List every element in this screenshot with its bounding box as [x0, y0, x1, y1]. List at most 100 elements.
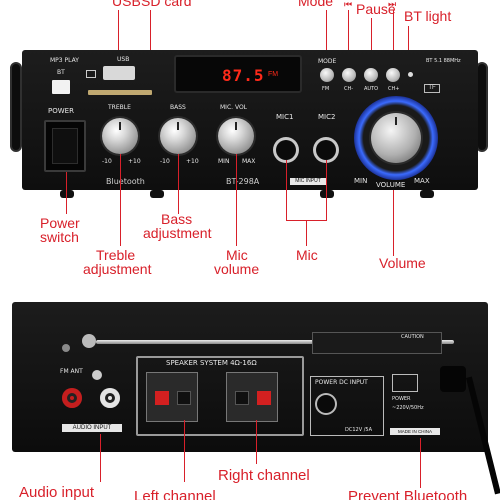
mic-input-badge: MIC INPUT [290, 178, 326, 185]
right-positive-terminal[interactable] [257, 391, 271, 405]
next-icon: ⏭ [388, 0, 397, 9]
caution-text: CAUTION [401, 334, 424, 340]
fm-ant-jack[interactable] [92, 370, 102, 380]
volume-max: MAX [414, 177, 430, 185]
mic2-jack[interactable] [316, 140, 336, 160]
audio-input-callout: Audio input [19, 484, 95, 500]
mic-volume-callout-1: Mic [226, 247, 248, 263]
led-display: 87.5 FM [174, 55, 302, 93]
bt-frequency-label: BT 5.1 88MHz [426, 58, 461, 64]
bluetooth-logo: Bluetooth [106, 177, 145, 186]
caution-label: CAUTION [312, 332, 442, 354]
dc-rating-label: DC12V /5A [345, 427, 372, 433]
prev-icon: ⏮ [344, 0, 353, 9]
usb-port[interactable] [103, 66, 135, 80]
right-channel-line [256, 420, 257, 464]
made-in-badge: MADE IN CHINA [390, 428, 440, 435]
dc-jack[interactable] [317, 395, 335, 413]
volume-label: VOLUME [376, 181, 406, 189]
power-switch[interactable] [44, 120, 86, 172]
bass-knob[interactable] [160, 118, 196, 154]
mode-label: MODE [318, 58, 337, 65]
mic-vol-max: MAX [242, 158, 256, 165]
fm-antenna[interactable] [96, 340, 454, 344]
display-frequency: 87.5 [222, 66, 265, 85]
bass-callout-2: adjustment [143, 225, 212, 241]
mic-vol-line [236, 154, 237, 246]
left-channel-callout: Left channel [134, 488, 216, 500]
prevent-bluetooth-line [420, 438, 421, 488]
mic-callout: Mic [296, 247, 318, 263]
antenna-knob [82, 334, 96, 348]
treble-label: TREBLE [108, 104, 131, 111]
power-switch-callout-2: switch [40, 229, 79, 245]
mode-callout: Mode [298, 0, 334, 9]
tf-badge: TF [424, 84, 440, 93]
left-negative-terminal[interactable] [177, 391, 191, 405]
bass-max: +10 [186, 158, 199, 165]
mode-line [326, 10, 327, 60]
mic-vol-label: MIC. VOL [220, 104, 248, 111]
foot-4 [420, 190, 434, 198]
mic-vol-min: MIN [218, 158, 230, 165]
next-button[interactable] [386, 68, 400, 82]
prev-button[interactable] [342, 68, 356, 82]
fm-ant-label: FM ANT [60, 368, 83, 375]
ac-power-label: POWER [392, 396, 411, 402]
bt-indicator-light [408, 72, 413, 77]
speaker-terminal-box: SPEAKER SYSTEM 4Ω-16Ω [136, 356, 304, 436]
usb-line [118, 10, 119, 62]
pause-line [371, 18, 372, 66]
bt-label: BT [57, 69, 65, 76]
bass-label: BASS [170, 104, 186, 111]
btn-label-ch-plus: CH+ [388, 86, 400, 92]
usb-small-icon [86, 70, 96, 78]
right-channel-terminals [226, 372, 278, 422]
left-handle [10, 62, 22, 152]
treble-line [120, 154, 121, 246]
mode-button[interactable] [320, 68, 334, 82]
power-line [66, 172, 67, 214]
sd-logo-icon [52, 80, 70, 94]
left-positive-terminal[interactable] [155, 391, 169, 405]
power-cord-plug [440, 366, 466, 392]
bass-min: -10 [160, 158, 170, 165]
audio-input-left-jack[interactable] [100, 388, 120, 408]
mic-volume-knob[interactable] [218, 118, 254, 154]
bass-callout-1: Bass [161, 211, 193, 227]
volume-callout: Volume [379, 255, 426, 271]
play-pause-button[interactable] [364, 68, 378, 82]
ac-rating-label: ~220V/50Hz [392, 405, 424, 411]
bass-line [178, 154, 179, 214]
ac-power-socket[interactable] [392, 374, 418, 392]
sd-card-slot[interactable] [88, 90, 152, 95]
volume-knob[interactable] [371, 113, 421, 163]
mic2-line [326, 160, 327, 220]
mic-volume-callout-2: volume [214, 261, 260, 277]
treble-max: +10 [128, 158, 141, 165]
pause-callout: Pause [356, 1, 396, 17]
bt-light-line [408, 26, 409, 68]
speaker-system-label: SPEAKER SYSTEM 4Ω-16Ω [166, 359, 257, 367]
mic1-label: MIC1 [276, 113, 294, 121]
mic-stem [306, 220, 307, 246]
treble-callout-2: adjustment [83, 261, 152, 277]
volume-min: MIN [354, 177, 368, 185]
power-rocker [52, 128, 78, 164]
usb-callout: USB [112, 0, 141, 9]
treble-knob[interactable] [102, 118, 138, 154]
power-dc-input-box: POWER DC INPUT DC12V /5A [310, 376, 384, 436]
treble-callout-1: Treble [96, 247, 136, 263]
mic1-line [286, 160, 287, 220]
power-switch-callout-1: Power [40, 215, 80, 231]
power-label: POWER [48, 107, 74, 115]
audio-input-line [100, 434, 101, 482]
btn-label-ch-minus: CH- [344, 86, 354, 92]
prevent-bluetooth-callout: Prevent Bluetooth [348, 488, 468, 500]
btn-label-fm: FM [322, 86, 330, 92]
audio-input-right-jack[interactable] [62, 388, 82, 408]
mic1-jack[interactable] [276, 140, 296, 160]
screw-1 [62, 344, 70, 352]
right-negative-terminal[interactable] [235, 391, 249, 405]
btn-label-auto: AUTO [364, 86, 379, 92]
